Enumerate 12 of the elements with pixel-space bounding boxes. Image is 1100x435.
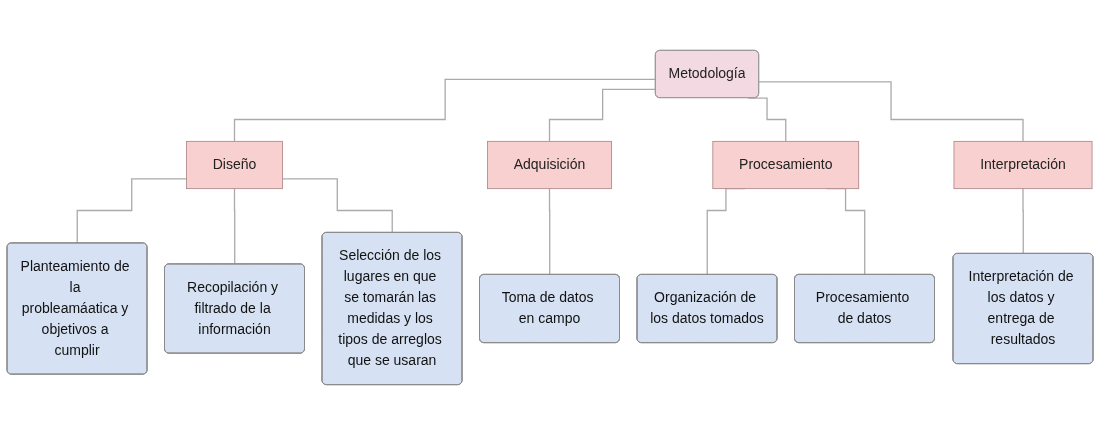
connector	[281, 178, 394, 234]
node-box: Procesamiento	[712, 140, 860, 190]
node-box: Interpretación	[953, 140, 1093, 190]
connector	[233, 78, 657, 143]
connector	[76, 178, 188, 244]
connector	[233, 187, 236, 265]
node-box: Adquisición	[487, 140, 612, 190]
connector	[758, 81, 1024, 143]
connector	[548, 88, 657, 143]
connector	[1022, 187, 1025, 255]
connector	[548, 187, 551, 276]
node-box: Diseño	[186, 140, 283, 190]
